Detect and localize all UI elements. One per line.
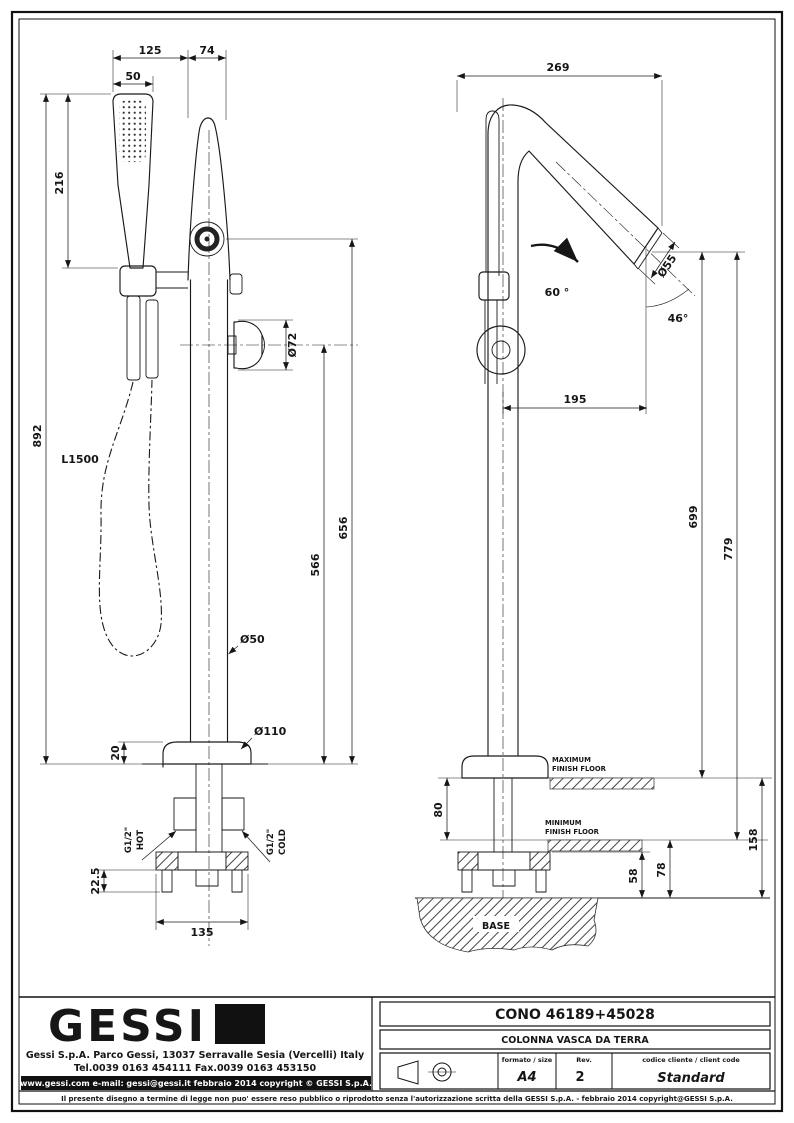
- front-dimension-lines: [43, 55, 355, 925]
- dim-158-label: 158: [747, 829, 760, 852]
- dim-22-5-label: 22.5: [89, 867, 102, 894]
- logo-square: [215, 1004, 265, 1044]
- hose-length-label: L1500: [61, 453, 99, 466]
- swivel-angle-label: 60 °: [545, 286, 570, 299]
- company-web: www.gessi.com e-mail: gessi@gessi.it feb…: [20, 1079, 372, 1088]
- projection-symbol-icon: [397, 1060, 456, 1085]
- side-dimension-lines: [444, 73, 765, 898]
- cold-label: COLD: [278, 829, 288, 855]
- max-floor-label-1: MAXIMUM: [552, 756, 591, 764]
- column-diameter-label: Ø50: [240, 633, 265, 646]
- legal-notice: Il presente disegno a termine di legge n…: [61, 1095, 733, 1103]
- min-floor-label-1: MINIMUM: [545, 819, 582, 827]
- dim-566-label: 566: [309, 553, 322, 576]
- format-label: formato / size: [502, 1056, 553, 1064]
- max-floor-label-2: FINISH FLOOR: [552, 765, 607, 773]
- client-code-label: codice cliente / client code: [642, 1056, 740, 1064]
- gessi-logo: GESSI: [48, 1001, 265, 1052]
- product-code: CONO 46189+45028: [495, 1007, 655, 1023]
- spout-column-front: [187, 117, 243, 743]
- handshower-hose: [98, 379, 162, 657]
- spout-column-side: [487, 104, 663, 757]
- web-strip: [21, 1076, 371, 1090]
- dim-58-label: 58: [627, 868, 640, 883]
- dim-135-label: 135: [191, 926, 214, 939]
- base-front: [142, 741, 268, 893]
- base-label: BASE: [482, 921, 510, 932]
- dim-74-label: 74: [199, 44, 215, 57]
- frame: [10, 10, 784, 1113]
- dim-80-label: 80: [432, 802, 445, 818]
- client-code-value: Standard: [657, 1071, 725, 1086]
- dim-20-label: 20: [109, 745, 122, 761]
- floor-levels: [415, 777, 772, 953]
- base-diameter-label: Ø110: [254, 725, 287, 738]
- cold-size-label: G1/2": [266, 829, 276, 855]
- dim-779-label: 779: [722, 538, 735, 561]
- handshower-front: [112, 93, 188, 381]
- spout-diameter-label: Ø55: [655, 252, 680, 280]
- company-phone: Tel.0039 0163 454111 Fax.0039 0163 45315…: [74, 1063, 317, 1074]
- title-block: GESSI Gessi S.p.A. Parco Gessi, 13037 Se…: [19, 996, 775, 1103]
- dim-50-label: 50: [125, 70, 141, 83]
- dim-269-label: 269: [547, 61, 570, 74]
- dim-656-label: 656: [337, 516, 350, 539]
- hot-label: HOT: [136, 830, 146, 850]
- rev-label: Rev.: [576, 1056, 592, 1064]
- front-extension-lines: [40, 50, 358, 930]
- handle-knob-front: [227, 320, 265, 370]
- knob-diameter-label: Ø72: [286, 333, 299, 358]
- dim-78-label: 78: [655, 862, 668, 877]
- handshower-side: [476, 110, 526, 384]
- dim-216-label: 216: [53, 171, 66, 194]
- dim-699-label: 699: [687, 506, 700, 529]
- swivel-arrow: [530, 237, 579, 263]
- spout-angle-construction: [645, 247, 690, 414]
- base-side: [457, 755, 551, 893]
- front-view: 125 74 50 216 892 L1500 Ø72 566 656 Ø50 …: [31, 44, 358, 946]
- min-floor-label-2: FINISH FLOOR: [545, 828, 600, 836]
- legal-strip: Il presente disegno a termine di legge n…: [61, 1095, 733, 1103]
- side-view: 269 60 ° 46° Ø55 195 699 779 158 78 58 8…: [415, 61, 772, 953]
- spout-angle-label: 46°: [668, 312, 689, 325]
- format-value: A4: [516, 1070, 536, 1085]
- dim-125-label: 125: [139, 44, 162, 57]
- rev-value: 2: [575, 1070, 584, 1085]
- brand-logo-text: GESSI: [48, 1001, 207, 1052]
- product-name: COLONNA VASCA DA TERRA: [501, 1035, 649, 1046]
- hot-size-label: G1/2": [124, 827, 134, 853]
- company-address: Gessi S.p.A. Parco Gessi, 13037 Serraval…: [26, 1050, 365, 1061]
- dim-892-label: 892: [31, 425, 44, 448]
- dim-195-label: 195: [564, 393, 587, 406]
